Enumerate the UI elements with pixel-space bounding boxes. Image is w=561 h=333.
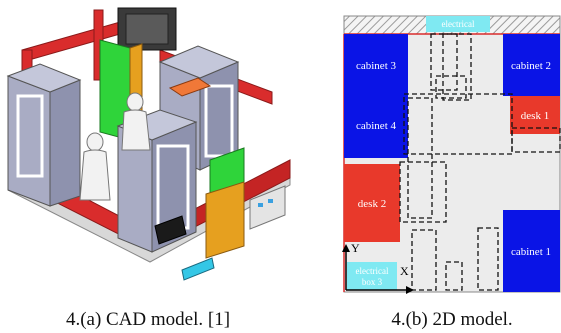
cad-left-cabin-frame bbox=[16, 94, 44, 178]
caption-2d-model: 4.(b) 2D model. bbox=[391, 309, 512, 330]
electrical-box-3-label-line2: box 3 bbox=[362, 277, 383, 287]
cad-mannequin-body-1 bbox=[121, 109, 151, 151]
cabinet-2-label: cabinet 2 bbox=[511, 60, 551, 72]
dashed-region bbox=[411, 229, 437, 291]
cad-monitor bbox=[154, 215, 187, 245]
y-axis-label: Y bbox=[351, 241, 360, 255]
cad-panel-light bbox=[258, 203, 263, 207]
desk-1 bbox=[510, 96, 560, 134]
dashed-region bbox=[445, 261, 463, 291]
cad-front-orange-box bbox=[205, 181, 245, 259]
dashed-region bbox=[403, 93, 513, 155]
cabinet-1 bbox=[503, 210, 560, 292]
dashed-region bbox=[477, 227, 499, 291]
electrical-box-3-label-line1: electrical bbox=[356, 266, 389, 276]
cad-left-cabin-top bbox=[6, 63, 82, 93]
y-axis-arrow bbox=[342, 244, 350, 252]
cad-electrical-box bbox=[181, 257, 215, 281]
x-axis-arrow bbox=[406, 286, 414, 294]
cabinet-1-label: cabinet 1 bbox=[511, 246, 551, 258]
plan-dashed-paths bbox=[399, 33, 561, 291]
dashed-region bbox=[442, 33, 472, 101]
cad-mannequin-body-2 bbox=[79, 149, 111, 201]
cabinet-4 bbox=[344, 96, 408, 158]
dashed-region bbox=[399, 161, 447, 223]
cabinet-3-label: cabinet 3 bbox=[356, 60, 397, 72]
x-axis-label: X bbox=[400, 264, 409, 278]
caption-cad-model: 4.(a) CAD model. [1] bbox=[66, 309, 230, 330]
cad-orange-desk bbox=[168, 77, 212, 97]
desk-1-label: desk 1 bbox=[521, 110, 549, 122]
cad-right-cabin-frame bbox=[204, 84, 234, 158]
electrical-box-3 bbox=[347, 262, 397, 290]
cad-dark-cabinet-door bbox=[125, 13, 169, 45]
plan-2d-model: electrical cabinet 3 cabinet 4 cabinet 2… bbox=[342, 15, 561, 294]
desk-2-label: desk 2 bbox=[358, 198, 386, 210]
desk-2 bbox=[344, 164, 400, 242]
electrical-box-top-label: electrical bbox=[442, 19, 475, 29]
cad-control-panel bbox=[249, 185, 286, 230]
cad-right-cabin-top bbox=[158, 45, 240, 79]
cad-left-cabin-front bbox=[49, 79, 81, 207]
plan-axes: Y X bbox=[342, 241, 414, 294]
dashed-region bbox=[511, 127, 561, 153]
cad-mannequin-head-1 bbox=[126, 92, 144, 112]
cabinet-4-label: cabinet 4 bbox=[356, 120, 397, 132]
dashed-region bbox=[407, 97, 433, 219]
cad-mannequin-head-2 bbox=[86, 132, 104, 152]
dashed-region bbox=[435, 75, 467, 99]
cad-model-illustration bbox=[6, 7, 291, 281]
electrical-box-top bbox=[426, 16, 490, 32]
cabinet-2 bbox=[503, 34, 560, 96]
cad-panel-light bbox=[268, 199, 273, 203]
cabinet-3 bbox=[344, 34, 408, 96]
